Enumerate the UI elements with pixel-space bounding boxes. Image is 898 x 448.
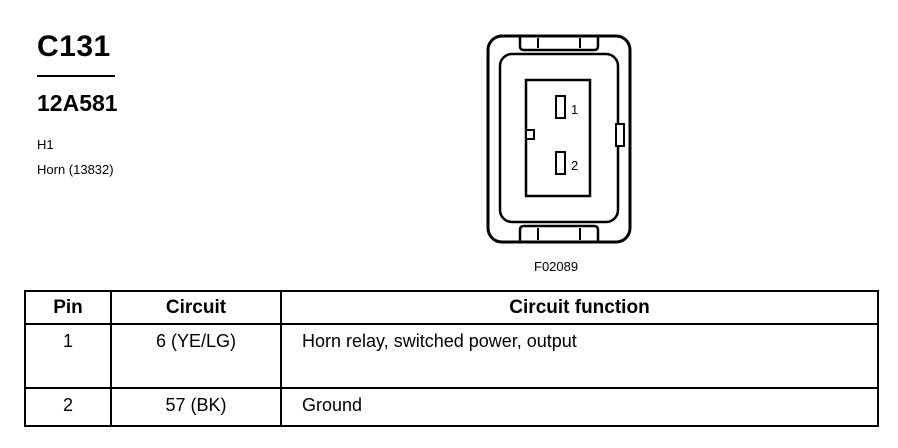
pin-1-terminal [555, 95, 566, 119]
table-row: 2 57 (BK) Ground [24, 387, 879, 427]
connector-id-underline [37, 75, 115, 77]
column-header-pin: Pin [24, 290, 112, 325]
part-number: 12A581 [37, 90, 118, 116]
circuit-cell: 57 (BK) [110, 387, 282, 427]
top-latch [518, 36, 600, 52]
pin-1-label: 1 [571, 102, 578, 117]
cavity-notch [525, 129, 535, 140]
column-header-function: Circuit function [280, 290, 879, 325]
circuit-cell: 6 (YE/LG) [110, 323, 282, 389]
function-cell: Horn relay, switched power, output [280, 323, 879, 389]
bottom-latch [518, 224, 600, 242]
connector-id: C131 [37, 30, 111, 63]
column-header-circuit: Circuit [110, 290, 282, 325]
pinout-table: Pin Circuit Circuit function 1 6 (YE/LG)… [24, 290, 879, 427]
function-cell: Ground [280, 387, 879, 427]
table-header-row: Pin Circuit Circuit function [24, 290, 879, 325]
table-row: 1 6 (YE/LG) Horn relay, switched power, … [24, 323, 879, 389]
pin-cell: 2 [24, 387, 112, 427]
component-name: Horn (13832) [37, 162, 114, 177]
pin-2-terminal [555, 151, 566, 175]
figure-id: F02089 [534, 259, 579, 274]
pin-2-label: 2 [571, 158, 578, 173]
pin-cell: 1 [24, 323, 112, 389]
connector-face-diagram: 1 2 [486, 34, 632, 244]
side-key [615, 123, 625, 147]
component-code: H1 [37, 137, 54, 152]
